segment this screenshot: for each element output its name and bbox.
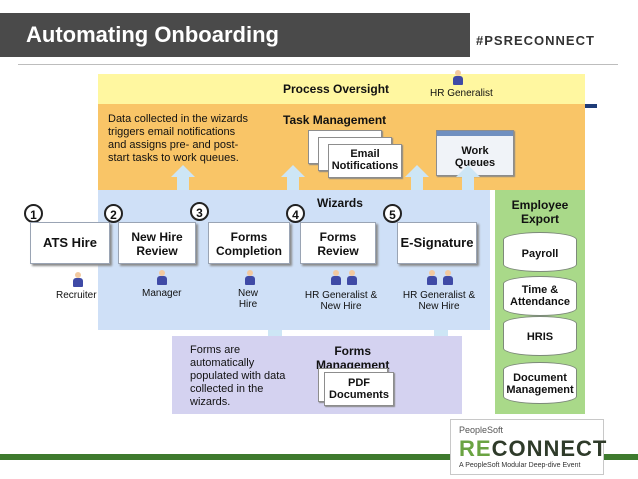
step-3-role: New Hire: [238, 288, 259, 310]
step-1-number: 1: [24, 204, 43, 223]
arrow-shaft: [177, 177, 189, 190]
title-bar: [0, 13, 470, 57]
step-4-number: 4: [286, 204, 305, 223]
step-5-number: 5: [383, 204, 402, 223]
wizards-title: Wizards: [317, 196, 363, 210]
email-notifications-doc: Email Notifications: [328, 144, 402, 178]
oversight-role: HR Generalist: [430, 88, 493, 99]
person-icon: [156, 270, 168, 286]
step-2-number: 2: [104, 204, 123, 223]
logo-wordmark: RECONNECT: [459, 436, 608, 461]
step-1-role: Recruiter: [56, 290, 97, 301]
document-management-cylinder: Document Management: [503, 362, 577, 404]
forms-management-description: Forms are automatically populated with d…: [190, 344, 286, 408]
arrow-shaft: [411, 177, 423, 190]
arrow-shaft: [287, 177, 299, 190]
person-icon: [72, 272, 84, 288]
person-icon: [452, 70, 464, 86]
hris-cylinder: HRIS: [503, 316, 577, 356]
divider: [18, 64, 618, 65]
process-oversight-band: [98, 74, 585, 104]
reconnect-logo: PeopleSoft RECONNECT A PeopleSoft Modula…: [450, 419, 608, 475]
task-management-title: Task Management: [283, 113, 387, 127]
forms-management-band: [172, 336, 462, 414]
step-forms-review: Forms Review: [300, 222, 376, 264]
step-e-signature: E-Signature: [397, 222, 477, 264]
process-oversight-title: Process Oversight: [283, 82, 390, 96]
footer-bar: [0, 454, 638, 460]
slide-title: Automating Onboarding: [26, 22, 279, 47]
arrow-up-icon: [405, 165, 429, 177]
arrow-up-icon: [171, 165, 195, 177]
logo-tagline: A PeopleSoft Modular Deep-dive Event: [459, 462, 581, 469]
time-attendance-cylinder: Time & Attendance: [503, 276, 577, 316]
person-icon: [442, 270, 454, 286]
step-forms-completion: Forms Completion: [208, 222, 290, 264]
person-icon: [244, 270, 256, 286]
step-2-role: Manager: [142, 288, 182, 299]
step-4-role: HR Generalist & New Hire: [304, 290, 378, 312]
step-5-role: HR Generalist & New Hire: [402, 290, 476, 312]
employee-export-title: Employee Export: [511, 198, 569, 226]
arrow-up-icon: [281, 165, 305, 177]
hashtag: #PSRECONNECT: [476, 33, 595, 48]
payroll-cylinder: Payroll: [503, 232, 577, 272]
arrow-up-icon: [456, 165, 480, 177]
step-3-number: 3: [190, 202, 209, 221]
pdf-documents-doc: PDF Documents: [324, 372, 394, 406]
logo-brand: PeopleSoft: [459, 425, 504, 435]
person-icon: [346, 270, 358, 286]
person-icon: [426, 270, 438, 286]
person-icon: [330, 270, 342, 286]
accent-mark: [585, 104, 597, 108]
task-management-description: Data collected in the wizards triggers e…: [108, 113, 249, 164]
window-titlebar: [437, 131, 513, 136]
step-new-hire-review: New Hire Review: [118, 222, 196, 264]
arrow-shaft: [462, 177, 474, 190]
step-ats-hire: ATS Hire: [30, 222, 110, 264]
